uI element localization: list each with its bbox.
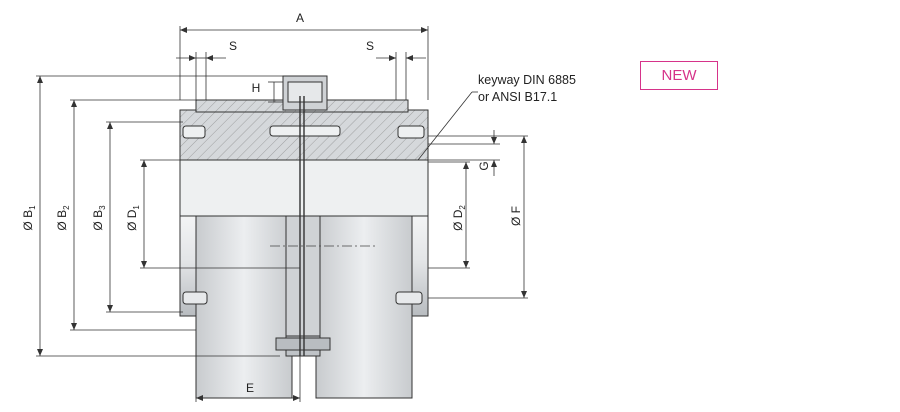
- dim-F-label: Ø F: [509, 206, 523, 226]
- dim-A-label: A: [296, 11, 304, 25]
- dim-B3-label: Ø B3: [91, 205, 107, 231]
- arrowheads: [37, 27, 527, 401]
- dim-E-label: E: [246, 381, 254, 395]
- dim-S-right-label: S: [366, 39, 374, 53]
- right-sleeve: [315, 215, 413, 399]
- dim-D1-label: Ø D1: [125, 205, 141, 231]
- dim-S-left-label: S: [229, 39, 237, 53]
- left-sleeve: [195, 215, 293, 399]
- dim-H-label: H: [252, 81, 261, 95]
- dim-G-label: G: [477, 161, 491, 170]
- center-flange: [285, 215, 321, 357]
- coupling-body: [179, 75, 429, 399]
- dim-D2-label: Ø D2: [451, 205, 467, 231]
- new-badge: NEW: [640, 61, 718, 90]
- keyway-note-line2: or ANSI B17.1: [478, 90, 557, 104]
- dim-B2-label: Ø B2: [55, 205, 71, 231]
- keyway-note-line1: keyway DIN 6885: [478, 73, 576, 87]
- dim-B1-label: Ø B1: [21, 205, 37, 231]
- dimension-lines: [36, 26, 528, 402]
